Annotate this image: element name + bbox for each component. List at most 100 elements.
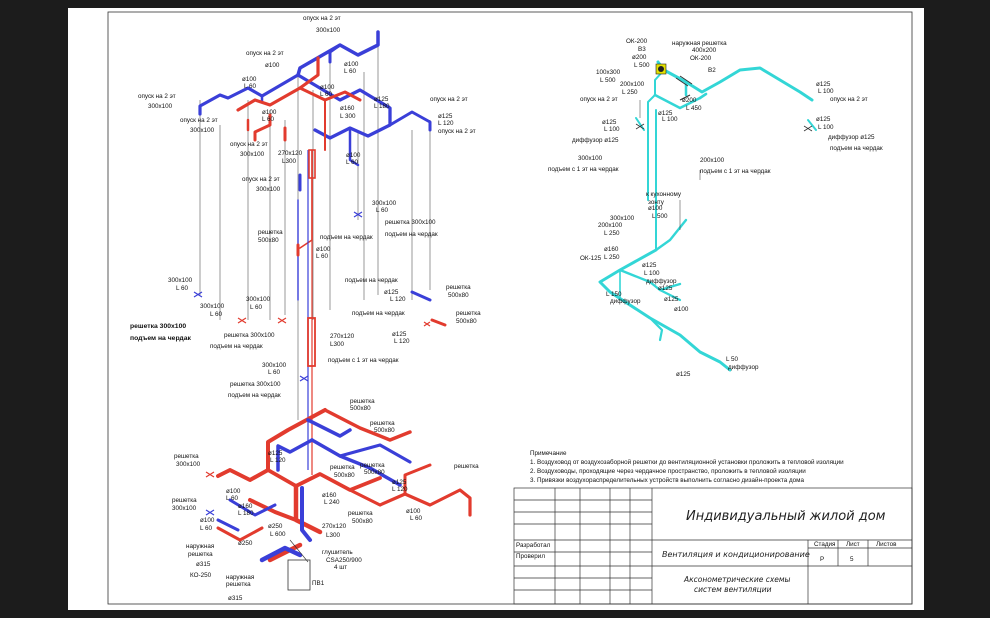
right-system-label: подъем с 1 эт на чердак: [700, 168, 771, 175]
notes-heading: Примечание: [530, 450, 567, 457]
tb-col-stage: Стадия: [814, 541, 835, 548]
left-system-label: 300x100: [372, 200, 397, 207]
left-system-label: L 600: [270, 531, 286, 538]
left-system-label: L300: [282, 158, 297, 165]
left-system-label: L 60: [320, 91, 333, 98]
left-system-label: 300x100: [256, 186, 281, 193]
right-system-label: 200x100: [620, 81, 645, 88]
right-system-label: L 100: [818, 124, 834, 131]
right-system-label: подъем с 1 эт на чердак: [548, 166, 619, 173]
right-system-label: ø100: [674, 306, 689, 313]
left-system-label: подъем на чердак: [345, 277, 398, 284]
left-system-label: 300x100: [240, 151, 265, 158]
right-system-label: 300x100: [610, 215, 635, 222]
left-system-label: наружная: [226, 574, 254, 581]
right-system-label: ø125: [602, 119, 617, 126]
left-system-label: L 60: [262, 116, 275, 123]
left-system-label: ø125: [268, 450, 283, 457]
left-system-label: ø100: [200, 517, 215, 524]
right-system-label: ø200: [632, 54, 647, 61]
left-system-label: подъем с 1 эт на чердак: [328, 357, 399, 364]
left-system-label: решетка 300x100: [224, 332, 275, 339]
left-system-label: L 60: [410, 515, 423, 522]
tb-project: Индивидуальный жилой дом: [686, 509, 886, 524]
left-system-label: подъем на чердак: [320, 234, 373, 241]
right-system-label: диффузор: [610, 298, 641, 305]
left-system-label: 300x100: [316, 27, 341, 34]
left-system-label: 300x100: [172, 505, 197, 512]
right-system-label: ø100: [648, 205, 663, 212]
right-system-label: ОК-200: [690, 55, 712, 62]
left-system-label: ø160: [322, 492, 337, 499]
right-system-label: L 150: [606, 291, 622, 298]
grille-markers-red: [205, 317, 431, 478]
left-system-label: L300: [326, 532, 341, 539]
left-system-label: решетка: [348, 510, 373, 517]
left-system-label: 500x80: [374, 427, 395, 434]
right-system-label: ø125: [816, 81, 831, 88]
right-system-label: 100x300: [596, 69, 621, 76]
left-system-label: опуск на 2 эт: [230, 141, 268, 148]
exhaust-ducts-lower: [216, 418, 412, 563]
main-vertical-riser: [307, 149, 316, 475]
left-system-label: 270x120: [278, 150, 303, 157]
left-system-label: L 60: [376, 207, 389, 214]
left-system-label: 300x100: [148, 103, 173, 110]
left-system-label: ø125: [392, 479, 407, 486]
left-system-label: 500x80: [350, 405, 371, 412]
right-system-label: ø125: [816, 116, 831, 123]
left-system-label: опуск на 2 эт: [438, 128, 476, 135]
inner-frame: [107, 11, 913, 605]
left-system-label: 500x80: [334, 472, 355, 479]
left-system-label: решетка: [258, 229, 283, 236]
left-system-label: 300x100: [262, 362, 287, 369]
left-system-label: решетка: [370, 420, 395, 427]
left-system-label: подъем на чердак: [228, 392, 281, 399]
right-system-label: ОК-125: [580, 255, 602, 262]
left-system-label: L 300: [340, 113, 356, 120]
left-system-label: ø100: [242, 76, 257, 83]
left-system-label: опуск на 2 эт: [242, 176, 280, 183]
left-system-label: ø100: [316, 246, 331, 253]
left-system-label: L 180: [238, 510, 254, 517]
left-system-label: L 120: [394, 338, 410, 345]
left-system-label: L 180: [374, 103, 390, 110]
tb-sheet: 5: [850, 556, 854, 563]
left-system-label: L 60: [268, 369, 281, 376]
left-system-label: L 60: [346, 159, 359, 166]
left-system-label: L 120: [392, 486, 408, 493]
left-system-label: глушитель: [322, 549, 353, 556]
left-system-label: ø125: [384, 289, 399, 296]
left-system-label: L 120: [270, 457, 286, 464]
left-system-label: ø250: [268, 523, 283, 530]
left-system-label: 300x100: [200, 303, 225, 310]
right-system-label: L 250: [604, 230, 620, 237]
left-system-label: 270x120: [322, 523, 347, 530]
left-system-label: ø100: [344, 61, 359, 68]
left-system-label: 4 шт: [334, 564, 347, 571]
tb-col-sheets: Листов: [876, 541, 897, 548]
right-system-label: 200x100: [700, 157, 725, 164]
right-system-label: ОК-200: [626, 38, 648, 45]
right-system-label: ø125: [676, 371, 691, 378]
left-system-label: 500x80: [448, 292, 469, 299]
right-system-label: В2: [708, 67, 716, 74]
right-system-label: опуск на 2 эт: [580, 96, 618, 103]
left-system-label: решетка 300x100: [130, 323, 186, 330]
left-system-label: решетка: [188, 551, 213, 558]
left-system-label: решетка: [226, 581, 251, 588]
right-system-label: ø125: [664, 296, 679, 303]
supply-ducts-lower: [216, 408, 472, 563]
left-system-label: ø125: [374, 96, 389, 103]
left-system-label: ø125: [438, 113, 453, 120]
left-system-label: ø125: [392, 331, 407, 338]
left-system-label: подъем на чердак: [385, 231, 438, 238]
riser-lines: [199, 45, 431, 420]
left-system-label: 300x100: [176, 461, 201, 468]
right-system-label: зонту: [648, 199, 665, 206]
left-system-label: L 240: [324, 499, 340, 506]
tb-role-1: Разработал: [516, 541, 551, 549]
left-system-label: решетка: [350, 398, 375, 405]
right-system-label: L 100: [644, 270, 660, 277]
